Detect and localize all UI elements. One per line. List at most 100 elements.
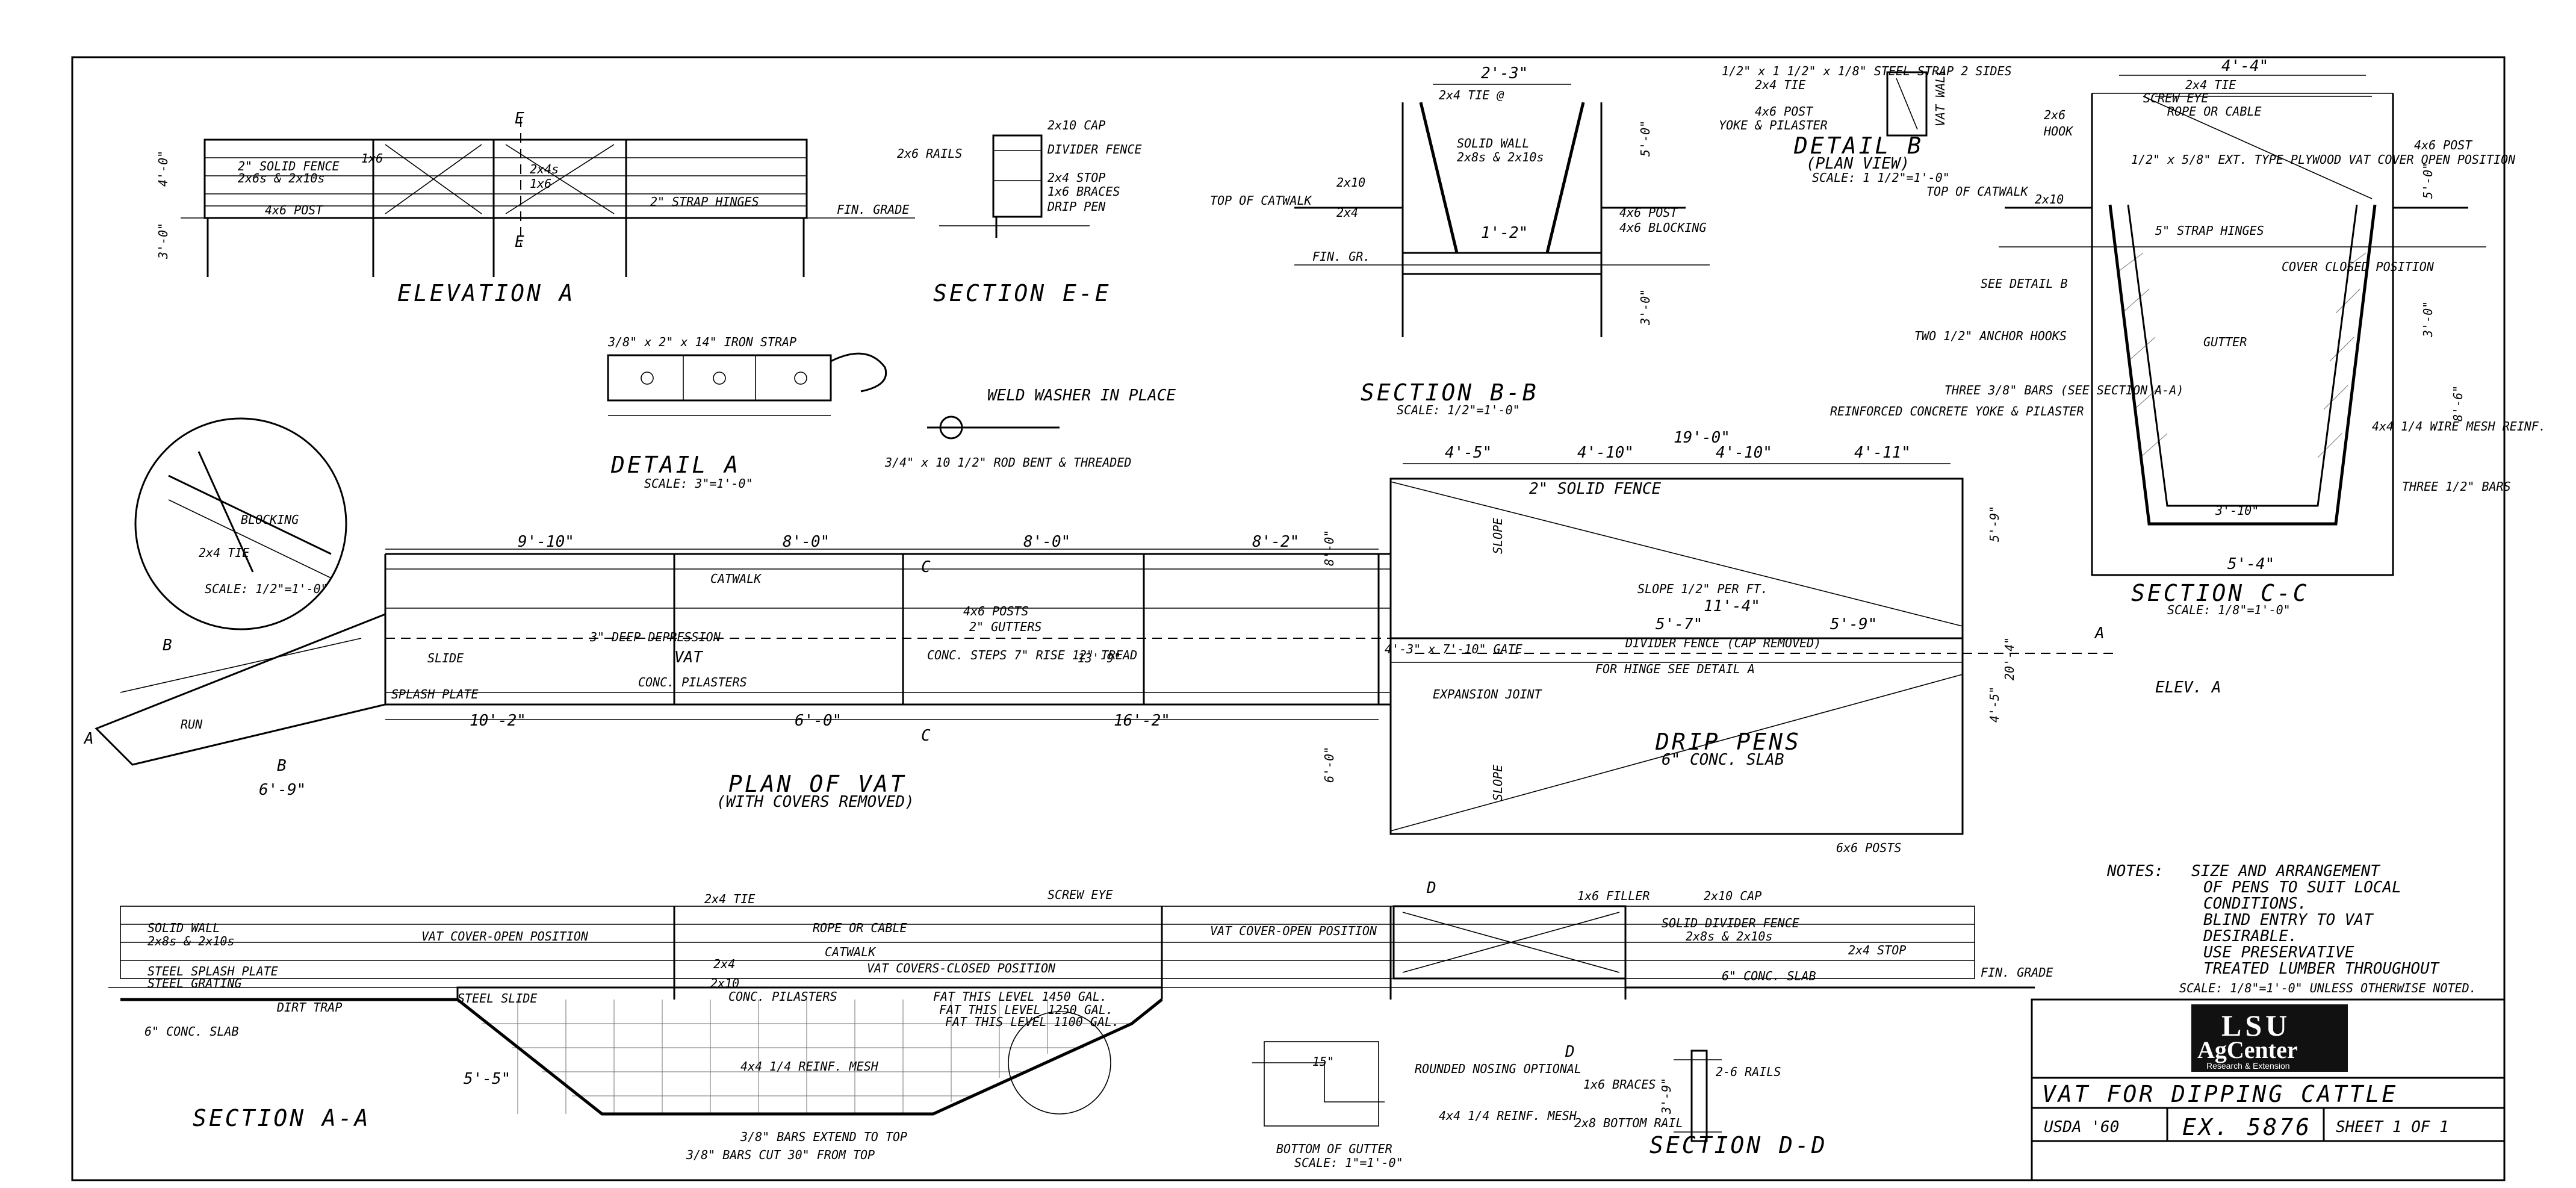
section-cc-label-reinforced: REINFORCED CONCRETE YOKE & PILASTER [1830,404,2084,418]
section-dd-label-filler: 1x6 FILLER [1577,889,1650,903]
plan-label-vat: VAT [674,648,703,667]
section-cc-label-see-detail-b: SEE DETAIL B [1981,276,2068,291]
detail-b-title: DETAIL B [1793,132,1923,159]
notes-block: NOTES: SIZE AND ARRANGEMENT OF PENS TO S… [2106,862,2477,995]
section-bb-dim-height: 5'-0" [1638,120,1653,157]
section-dd-label-solid-divider: SOLID DIVIDER FENCE [1662,916,1799,930]
section-dd-scale: SCALE: 1"=1'-0" [1294,1155,1403,1170]
section-dd-view: D D 1x6 FILLER 2x10 CAP SOLID DIVIDER FE… [1252,879,2053,1170]
section-cc-label-rope: ROPE OR CABLE [2167,104,2262,119]
plan-dim-span-3: 8'-0" [1023,533,1070,551]
section-ee-label-cap: 2x10 CAP [1047,118,1105,132]
section-aa-dim-slide: 5'-5" [464,1070,511,1088]
title-block: LSU AgCenter Research & Extension VAT FO… [2031,998,2506,1181]
title-agency: USDA '60 [2044,1118,2119,1136]
notes-line-7: TREATED LUMBER THROUGHOUT [2203,960,2440,978]
section-dd-label-rails: 2-6 RAILS [1716,1065,1781,1079]
detail-a-label-rod: 3/4" x 10 1/2" ROD BENT & THREADED [884,455,1131,470]
pens-dim-upper: 5'-9" [1987,506,2002,542]
section-cc-label-three-half-bars: THREE 1/2" BARS [2402,479,2511,494]
section-ee-label-drip-pen: DRIP PEN [1047,199,1106,214]
pens-dim-overall: 19'-0" [1674,429,1730,447]
pens-dim-length: 11'-4" [1704,597,1760,615]
elev-a-dim-depth: 3'-0" [156,223,170,260]
pens-label-drip-pens: DRIP PENS [1655,729,1801,755]
plan-label-splash-plate: SPLASH PLATE [391,687,479,701]
plan-dim-run: 6'-9" [259,781,306,799]
section-bb-dim-inner: 1'-2" [1481,224,1528,242]
section-ee-label-braces: 1x6 BRACES [1047,184,1120,199]
drawing-title: VAT FOR DIPPING CATTLE [2042,1081,2398,1107]
section-cc-label-top-catwalk: TOP OF CATWALK [1926,184,2029,199]
title-ex-number: EX. 5876 [2182,1114,2312,1140]
detail-a-title: DETAIL A [610,452,740,478]
section-ee-label-stop: 2x4 STOP [1047,170,1105,185]
title-sheet-number: SHEET 1 OF 1 [2336,1118,2449,1136]
section-aa-label-splash: STEEL SPLASH PLATE [147,964,278,978]
detail-b-label-vat-wall: VAT WALL [1933,69,1948,126]
elev-a-label-solid-fence: 2" SOLID FENCE [238,159,340,173]
section-cc-label-three-bars: THREE 3/8" BARS (SEE SECTION A-A) [1944,383,2183,397]
logo-agcenter: AgCenter [2197,1036,2298,1063]
section-aa-label-slide: STEEL SLIDE [458,991,537,1006]
drip-pens-view: 19'-0" 4'-5" 4'-10" 4'-10" 4'-11" 2" SOL… [1322,429,2221,855]
plan-of-vat-view: 9'-10" 8'-0" 8'-0" 8'-2" CATWALK C C 3" … [83,417,1755,811]
section-aa-label-solid-wall: SOLID WALL [147,921,220,935]
pens-label-solid-fence: 2" SOLID FENCE [1529,480,1661,498]
detail-a-label-strap: 3/8" x 2" x 14" IRON STRAP [607,335,796,349]
section-cc-label-plywood: 1/2" x 5/8" EXT. TYPE PLYWOOD VAT COVER … [2131,152,2516,167]
plan-dim-span-1: 9'-10" [518,533,574,551]
section-dd-title: SECTION D-D [1650,1132,1828,1158]
elev-a-label-1x6-a: 1x6 [361,151,383,166]
pens-dim-width: 20'-4" [2002,637,2017,680]
section-cc-title: SECTION C-C [2131,580,2309,606]
section-bb-label-top-catwalk: TOP OF CATWALK [1210,193,1313,208]
section-dd-label-fin-grade: FIN. GRADE [1981,965,2053,980]
plan-label-b-bottom: B [277,757,287,775]
section-cc-label-screw-eye: SCREW EYE [2143,91,2208,105]
section-ee-label-rails: 2x6 RAILS [897,146,962,161]
section-bb-dim-depth: 3'-0" [1638,289,1653,326]
pens-label-slope-bottom: SLOPE [1491,765,1505,801]
section-aa-label-catwalk: CATWALK [825,945,877,959]
plan-dim-steps: 13'-9" [1078,651,1121,665]
section-cc-dim-width: 4'-4" [2221,57,2268,75]
section-aa-label-bars-cut: 3/8" BARS CUT 30" FROM TOP [686,1148,875,1162]
detail-a-view: 3/8" x 2" x 14" IRON STRAP WELD WASHER I… [607,335,1176,491]
plan-label-hinge: FOR HINGE SEE DETAIL A [1595,662,1755,676]
section-cc-label-hook: HOOK [2043,124,2074,138]
lsu-agcenter-logo: LSU AgCenter Research & Extension [2191,1004,2348,1072]
section-aa-view: SOLID WALL 2x8s & 2x10s 2x4 TIE ROPE OR … [108,888,2035,1162]
section-dd-label-d-right: D [1565,1043,1575,1061]
pens-dim-seg-2: 5'-9" [1830,615,1877,633]
logo-lsu: LSU [2221,1009,2291,1042]
section-bb-title: SECTION B-B [1361,379,1539,406]
pens-label-slab: 6" CONC. SLAB [1662,751,1784,769]
section-aa-label-pilasters: CONC. PILASTERS [728,989,837,1004]
pens-label-elev-a: ELEV. A [2155,679,2221,697]
section-cc-dim-height: 5'-0" [2421,163,2435,199]
section-cc-label-tie: 2x4 TIE [2185,78,2236,92]
elev-a-label-boards: 2x6s & 2x10s [238,171,325,185]
detail-b-subtitle: (PLAN VIEW) [1806,155,1910,173]
detail-b-label-tie: 2x4 TIE [1755,78,1805,92]
section-cc-dim-total: 8'-6" [2451,385,2465,421]
section-cc-label-strap-hinges: 5" STRAP HINGES [2155,223,2264,238]
detail-b-view: 1/2" x 1 1/2" x 1/8" STEEL STRAP 2 SIDES… [1719,64,2012,185]
plan-of-vat-title: PLAN OF VAT [728,771,907,797]
plan-of-vat-subtitle: (WITH COVERS REMOVED) [716,793,914,811]
elev-a-label-e-bottom: E [515,233,524,251]
notes-heading: NOTES: [2106,862,2164,880]
section-bb-label-blocking: 4x6 BLOCKING [1619,220,1707,235]
section-aa-label-grating: STEEL GRATING [147,976,242,991]
pens-dim-bay-4: 4'-11" [1854,444,1911,462]
pens-label-posts: 6x6 POSTS [1836,841,1901,855]
section-dd-label-slab: 6" CONC. SLAB [1722,969,1816,983]
plan-label-steps: CONC. STEPS 7" RISE 12" TREAD [927,648,1137,662]
section-aa-label-cover-closed: VAT COVERS-CLOSED POSITION [867,961,1056,975]
detail-b-label-post: 4x6 POST [1755,104,1814,119]
section-bb-dim-width: 2'-3" [1481,64,1528,82]
section-dd-label-bottom-rail: 2x8 BOTTOM RAIL [1574,1116,1683,1130]
pens-dim-catwalk-bottom: 6'-0" [1322,747,1336,783]
elev-a-label-e-top: E [515,110,524,128]
